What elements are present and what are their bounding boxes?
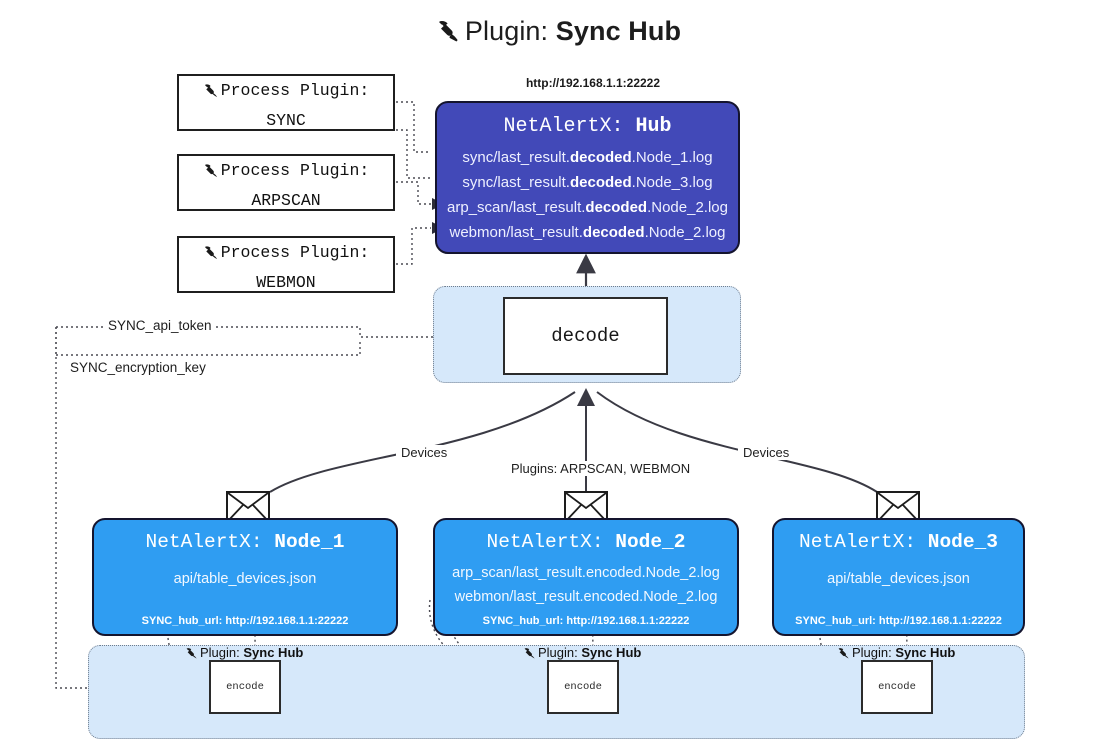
- strip-plugin-name: Sync Hub: [243, 645, 304, 660]
- encode-box-1[interactable]: encode: [209, 660, 281, 714]
- log-pre: webmon/last_result.: [449, 224, 583, 241]
- sync-api-token-label: SYNC_api_token: [104, 318, 216, 333]
- process-plugin-name: SYNC: [266, 111, 306, 130]
- decode-box[interactable]: decode: [503, 297, 668, 375]
- title-name: Sync Hub: [555, 16, 682, 46]
- log-state: decoded: [585, 199, 648, 216]
- node-title-prefix: NetAlertX:: [145, 531, 263, 553]
- hub-title-prefix: NetAlertX:: [503, 115, 624, 138]
- node-title-name: Node_2: [615, 531, 686, 553]
- log-pre: arp_scan/last_result.: [447, 199, 586, 216]
- plug-icon: [837, 647, 851, 663]
- edge-label-plugins: Plugins: ARPSCAN, WEBMON: [506, 461, 696, 476]
- hub-log-row: sync/last_result.decoded.Node_3.log: [437, 170, 738, 195]
- hub-url-label: http://192.168.1.1:22222: [525, 76, 661, 90]
- node-2[interactable]: NetAlertX: Node_2 arp_scan/last_result.e…: [433, 518, 739, 636]
- node-row: arp_scan/last_result.encoded.Node_2.log: [452, 565, 720, 581]
- log-pre: sync/last_result.: [462, 174, 570, 191]
- hub-log-row: webmon/last_result.decoded.Node_2.log: [437, 220, 738, 245]
- node-hub-url-value: http://192.168.1.1:22222: [566, 615, 690, 627]
- node-title: NetAlertX: Node_2: [435, 531, 737, 553]
- strip-plugin-prefix: Plugin:: [200, 645, 240, 660]
- hub-title-name: Hub: [635, 115, 672, 138]
- node-1[interactable]: NetAlertX: Node_1 api/table_devices.json…: [92, 518, 398, 636]
- node-title: NetAlertX: Node_3: [774, 531, 1023, 553]
- plug-icon: [203, 162, 220, 188]
- node-row: webmon/last_result.encoded.Node_2.log: [454, 589, 718, 605]
- log-post: .Node_2.log: [644, 224, 726, 241]
- node-hub-url-key: SYNC_hub_url:: [141, 615, 223, 627]
- process-plugin-webmon[interactable]: Process Plugin: WEBMON: [177, 236, 395, 293]
- hub-node[interactable]: NetAlertX: Hub sync/last_result.decoded.…: [435, 101, 740, 254]
- title-prefix: Plugin:: [464, 16, 549, 46]
- hub-title: NetAlertX: Hub: [437, 115, 738, 138]
- strip-plugin-prefix: Plugin:: [852, 645, 892, 660]
- edge-label-devices-left: Devices: [396, 445, 453, 460]
- plug-icon: [185, 647, 199, 663]
- process-plugin-sync[interactable]: Process Plugin: SYNC: [177, 74, 395, 131]
- node-row-list: arp_scan/last_result.encoded.Node_2.log …: [435, 561, 737, 609]
- log-state: decoded: [582, 224, 645, 241]
- plug-icon: [523, 647, 537, 663]
- plug-icon: [203, 82, 220, 108]
- node-hub-url-value: http://192.168.1.1:22222: [225, 615, 349, 627]
- node-3[interactable]: NetAlertX: Node_3 api/table_devices.json…: [772, 518, 1025, 636]
- log-post: .Node_3.log: [631, 174, 713, 191]
- strip-plugin-label-2: Plugin: Sync Hub: [523, 645, 641, 663]
- log-post: .Node_1.log: [631, 149, 713, 166]
- plug-icon: [436, 19, 462, 50]
- node-hub-url-key: SYNC_hub_url:: [482, 615, 564, 627]
- process-plugin-arpscan[interactable]: Process Plugin: ARPSCAN: [177, 154, 395, 211]
- node-title-prefix: NetAlertX:: [799, 531, 917, 553]
- node-hub-url: SYNC_hub_url: http://192.168.1.1:22222: [774, 615, 1023, 627]
- envelope-icon: [564, 491, 608, 523]
- process-plugin-label: Process Plugin:: [220, 81, 370, 100]
- node-row: api/table_devices.json: [173, 571, 317, 587]
- strip-plugin-label-1: Plugin: Sync Hub: [185, 645, 303, 663]
- process-plugin-name: ARPSCAN: [251, 191, 321, 210]
- log-state: decoded: [569, 174, 632, 191]
- strip-plugin-name: Sync Hub: [895, 645, 956, 660]
- hub-log-list: sync/last_result.decoded.Node_1.log sync…: [437, 145, 738, 245]
- node-title-name: Node_3: [927, 531, 998, 553]
- page-title: Plugin: Sync Hub: [0, 16, 1117, 50]
- node-hub-url: SYNC_hub_url: http://192.168.1.1:22222: [94, 615, 396, 627]
- hub-log-row: arp_scan/last_result.decoded.Node_2.log: [437, 195, 738, 220]
- node-hub-url-value: http://192.168.1.1:22222: [878, 615, 1002, 627]
- hub-log-row: sync/last_result.decoded.Node_1.log: [437, 145, 738, 170]
- node-row-list: api/table_devices.json: [774, 567, 1023, 591]
- process-plugin-label: Process Plugin:: [220, 243, 370, 262]
- strip-plugin-label-3: Plugin: Sync Hub: [837, 645, 955, 663]
- log-post: .Node_2.log: [647, 199, 728, 216]
- plug-icon: [203, 244, 220, 270]
- sync-encryption-key-label: SYNC_encryption_key: [66, 360, 210, 375]
- node-title-name: Node_1: [274, 531, 345, 553]
- strip-plugin-prefix: Plugin:: [538, 645, 578, 660]
- process-plugin-label: Process Plugin:: [220, 161, 370, 180]
- process-plugin-name: WEBMON: [256, 273, 316, 292]
- edge-label-devices-right: Devices: [738, 445, 795, 460]
- encode-box-2[interactable]: encode: [547, 660, 619, 714]
- log-state: decoded: [569, 149, 632, 166]
- node-hub-url: SYNC_hub_url: http://192.168.1.1:22222: [435, 615, 737, 627]
- node-title: NetAlertX: Node_1: [94, 531, 396, 553]
- encode-box-3[interactable]: encode: [861, 660, 933, 714]
- strip-plugin-name: Sync Hub: [581, 645, 642, 660]
- node-title-prefix: NetAlertX:: [486, 531, 604, 553]
- node-hub-url-key: SYNC_hub_url:: [795, 615, 876, 627]
- node-row: api/table_devices.json: [827, 571, 970, 587]
- log-pre: sync/last_result.: [462, 149, 570, 166]
- node-row-list: api/table_devices.json: [94, 567, 396, 591]
